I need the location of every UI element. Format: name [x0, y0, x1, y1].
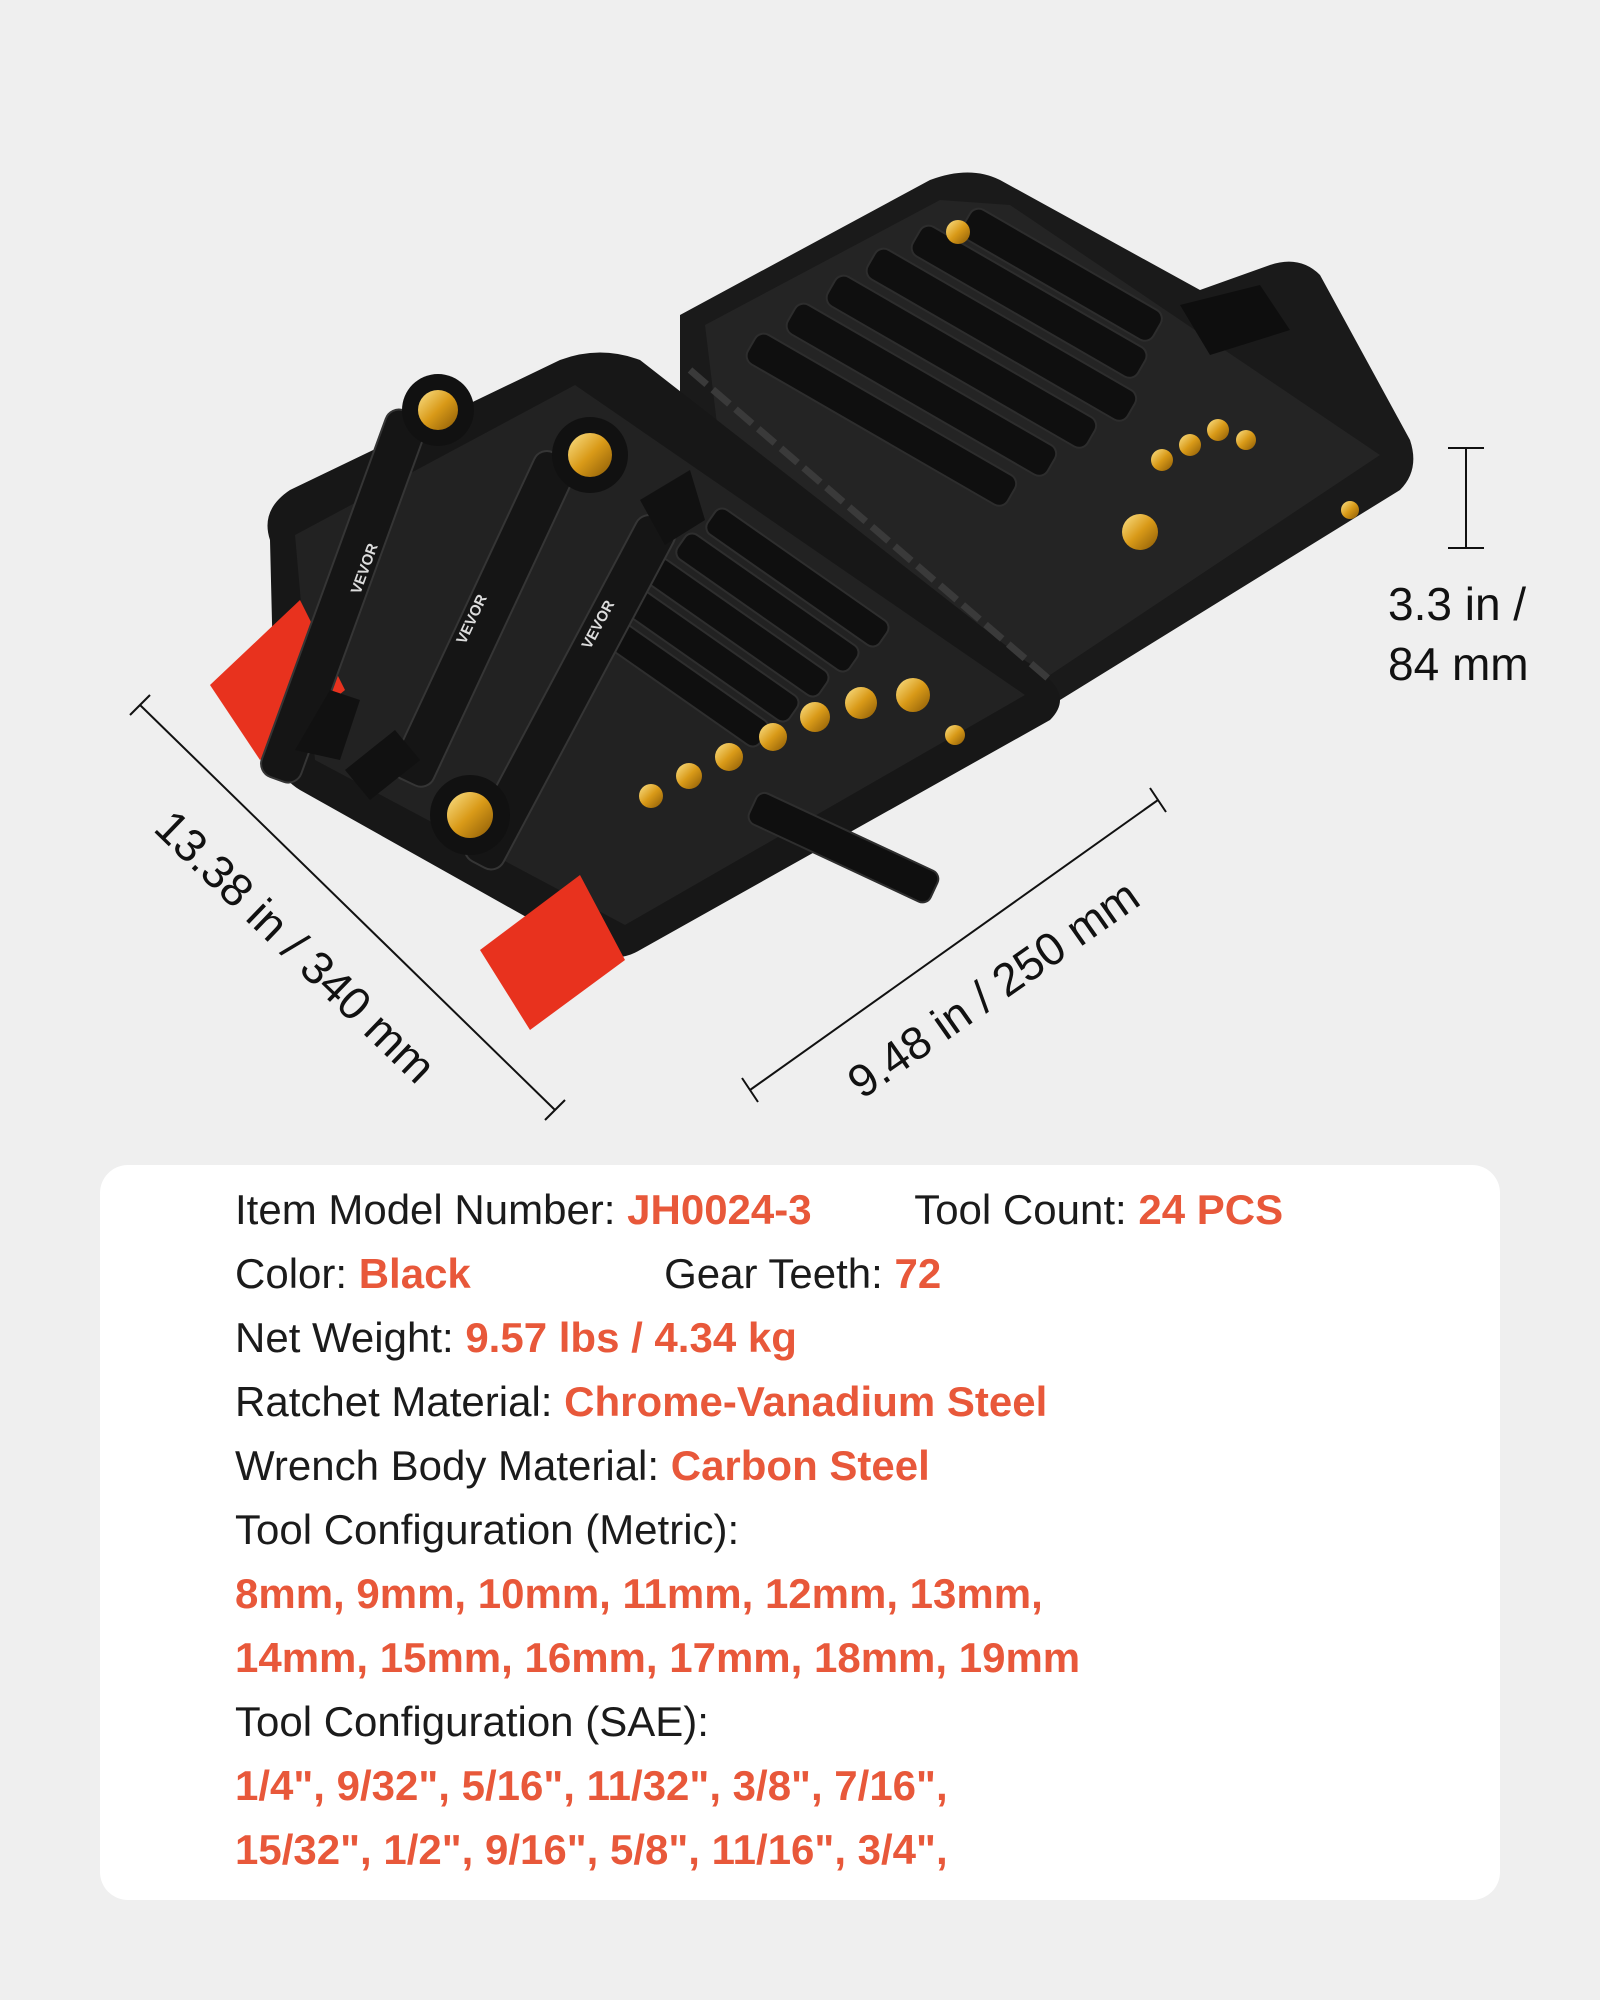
- ratchet-value: Chrome-Vanadium Steel: [564, 1378, 1048, 1425]
- gear-teeth-label: Gear Teeth:: [664, 1250, 883, 1297]
- width-label: 9.48 in / 250 mm: [838, 869, 1148, 1108]
- body-label: Wrench Body Material:: [235, 1442, 660, 1489]
- sae-sizes-line-2: 15/32", 1/2", 9/16", 5/8", 11/16", 3/4",: [235, 1826, 948, 1873]
- metric-label: Tool Configuration (Metric):: [235, 1506, 740, 1553]
- spec-row-weight: Net Weight: 9.57 lbs / 4.34 kg: [235, 1313, 797, 1363]
- metric-sizes-line-1: 8mm, 9mm, 10mm, 11mm, 12mm, 13mm,: [235, 1570, 1043, 1617]
- gear-teeth-value: 72: [894, 1250, 942, 1297]
- metric-sizes-line-2: 14mm, 15mm, 16mm, 17mm, 18mm, 19mm: [235, 1634, 1081, 1681]
- spec-row-ratchet: Ratchet Material: Chrome-Vanadium Steel: [235, 1377, 1047, 1427]
- body-value: Carbon Steel: [670, 1442, 930, 1489]
- model-value: JH0024-3: [627, 1186, 812, 1233]
- latch-bottom: [480, 875, 625, 1030]
- color-value: Black: [358, 1250, 471, 1297]
- case-hinge: [687, 367, 1053, 683]
- product-illustration: VEVOR VEVOR VEVOR 3.3 in / 84 mm 13.38 i…: [129, 172, 1529, 1121]
- tool-count-label: Tool Count:: [914, 1186, 1127, 1233]
- sae-label: Tool Configuration (SAE):: [235, 1698, 709, 1745]
- wrench-right: [430, 470, 705, 871]
- spec-row-model-count: Item Model Number: JH0024-3 Tool Count: …: [235, 1185, 1283, 1235]
- spec-row-color-teeth: Color: Black Gear Teeth: 72: [235, 1249, 941, 1299]
- wrench-middle: [345, 417, 628, 800]
- spec-card: [100, 1165, 1500, 1900]
- spec-row-body: Wrench Body Material: Carbon Steel: [235, 1441, 930, 1491]
- weight-label: Net Weight:: [235, 1314, 454, 1361]
- height-label-mm: 84 mm: [1388, 638, 1529, 690]
- color-label: Color:: [235, 1250, 348, 1297]
- model-label: Item Model Number:: [235, 1186, 616, 1233]
- weight-value: 9.57 lbs / 4.34 kg: [465, 1314, 797, 1361]
- dimension-height: 3.3 in / 84 mm: [1388, 447, 1529, 690]
- sae-sizes-line-1: 1/4", 9/32", 5/16", 11/32", 3/8", 7/16",: [235, 1762, 948, 1809]
- ratchet-label: Ratchet Material:: [235, 1378, 553, 1425]
- tool-count-value: 24 PCS: [1138, 1186, 1284, 1233]
- wrench-left: [260, 374, 474, 784]
- height-label-in: 3.3 in /: [1388, 578, 1526, 630]
